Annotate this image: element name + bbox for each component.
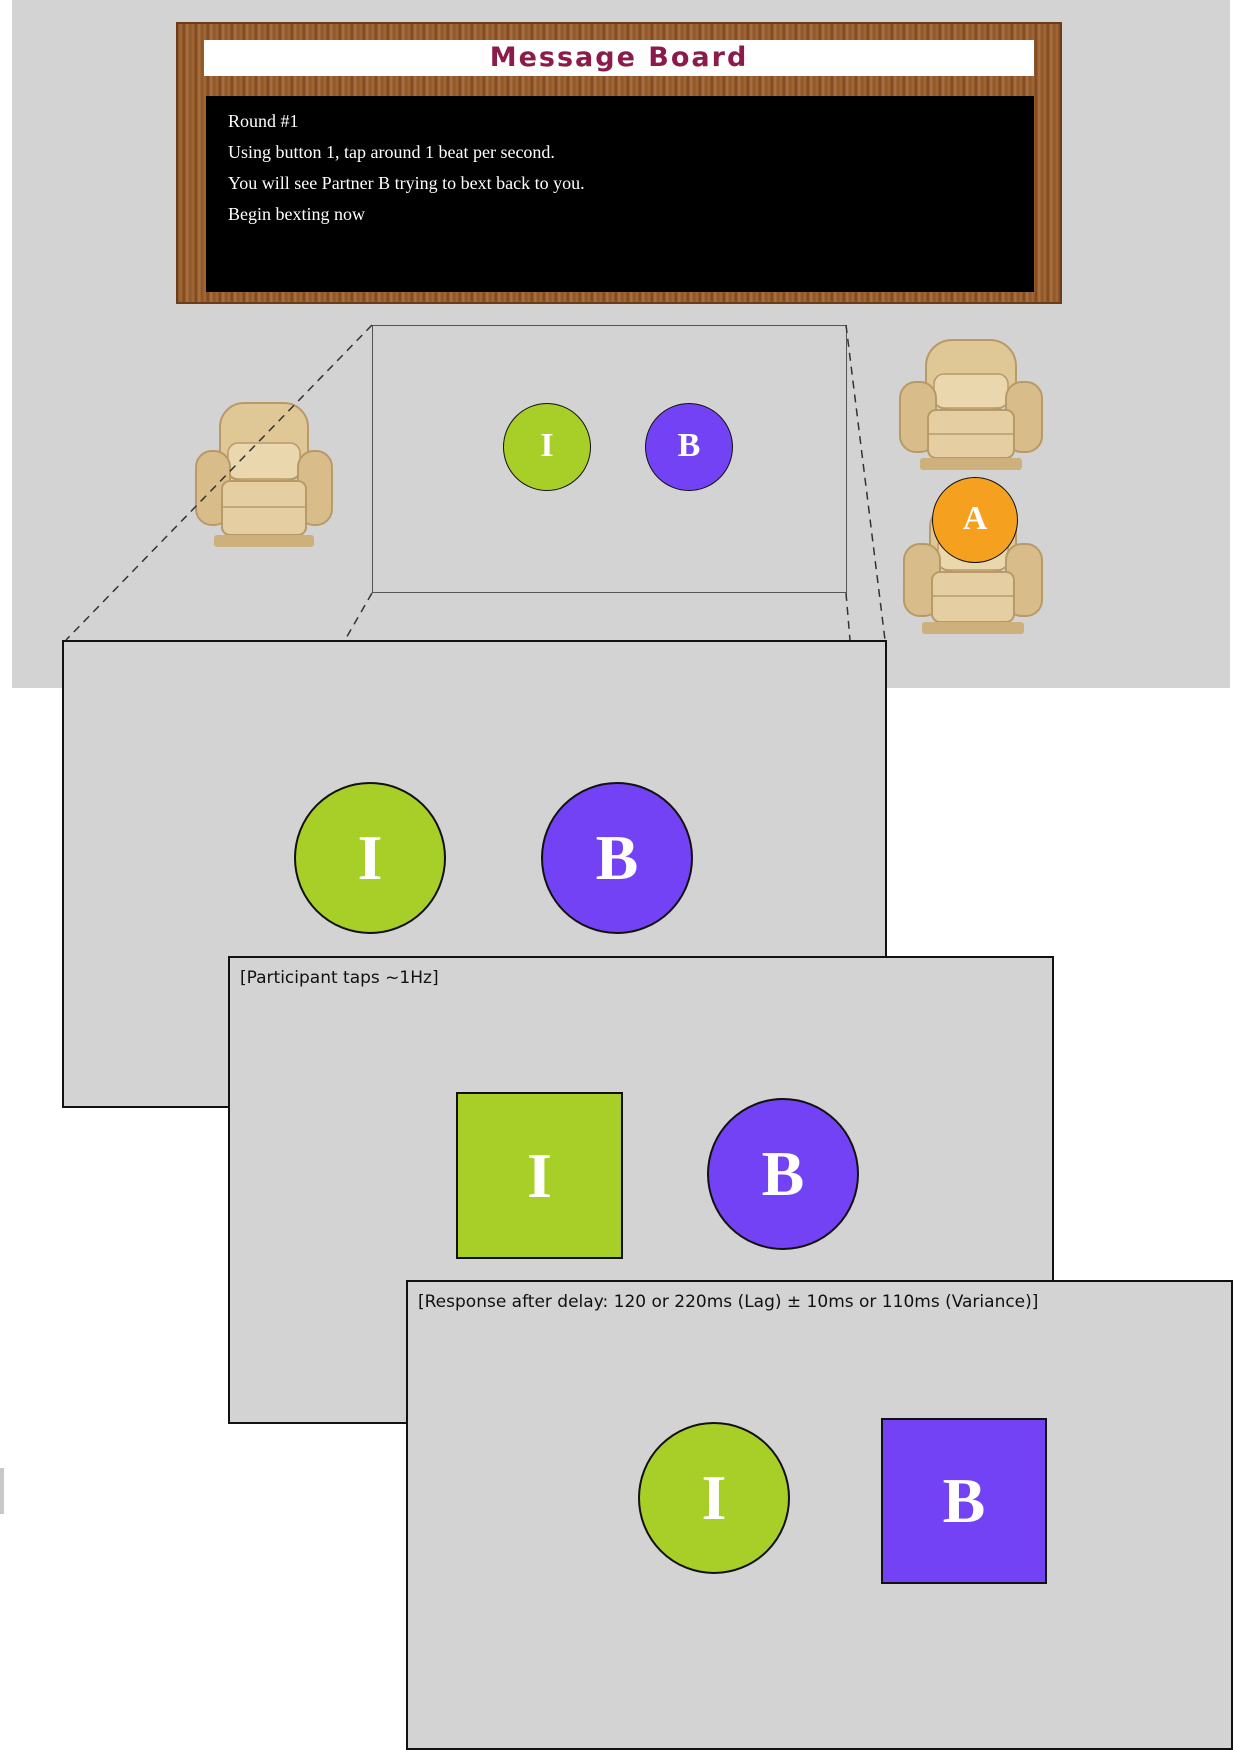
edge-mark	[0, 1468, 4, 1514]
panel-response: [Response after delay: 120 or 220ms (Lag…	[406, 1280, 1233, 1750]
partner-b-circle: B	[541, 782, 693, 934]
avatar-partner-a: A	[932, 477, 1018, 563]
panel-label-participant-taps: [Participant taps ~1Hz]	[240, 968, 439, 988]
message-line-instruction: Using button 1, tap around 1 beat per se…	[228, 142, 555, 162]
avatar-partner-i: I	[503, 403, 591, 491]
message-board: Message Board Round #1 Using button 1, t…	[176, 22, 1062, 304]
message-board-title: Message Board	[204, 40, 1034, 76]
partner-b-circle: B	[707, 1098, 859, 1250]
panel-label-response: [Response after delay: 120 or 220ms (Lag…	[418, 1292, 1039, 1312]
message-line-round: Round #1	[228, 111, 299, 131]
armchair-icon	[195, 402, 333, 547]
partner-i-circle: I	[638, 1422, 790, 1574]
message-line-partner: You will see Partner B trying to bext ba…	[228, 173, 585, 193]
message-board-screen: Round #1 Using button 1, tap around 1 be…	[206, 96, 1034, 292]
avatar-partner-b: B	[645, 403, 733, 491]
room-screen: I B	[372, 325, 847, 593]
partner-i-square: I	[456, 1092, 623, 1259]
partner-i-circle: I	[294, 782, 446, 934]
armchair-icon	[899, 339, 1043, 470]
message-line-begin: Begin bexting now	[228, 204, 365, 224]
partner-b-square: B	[881, 1418, 1047, 1584]
